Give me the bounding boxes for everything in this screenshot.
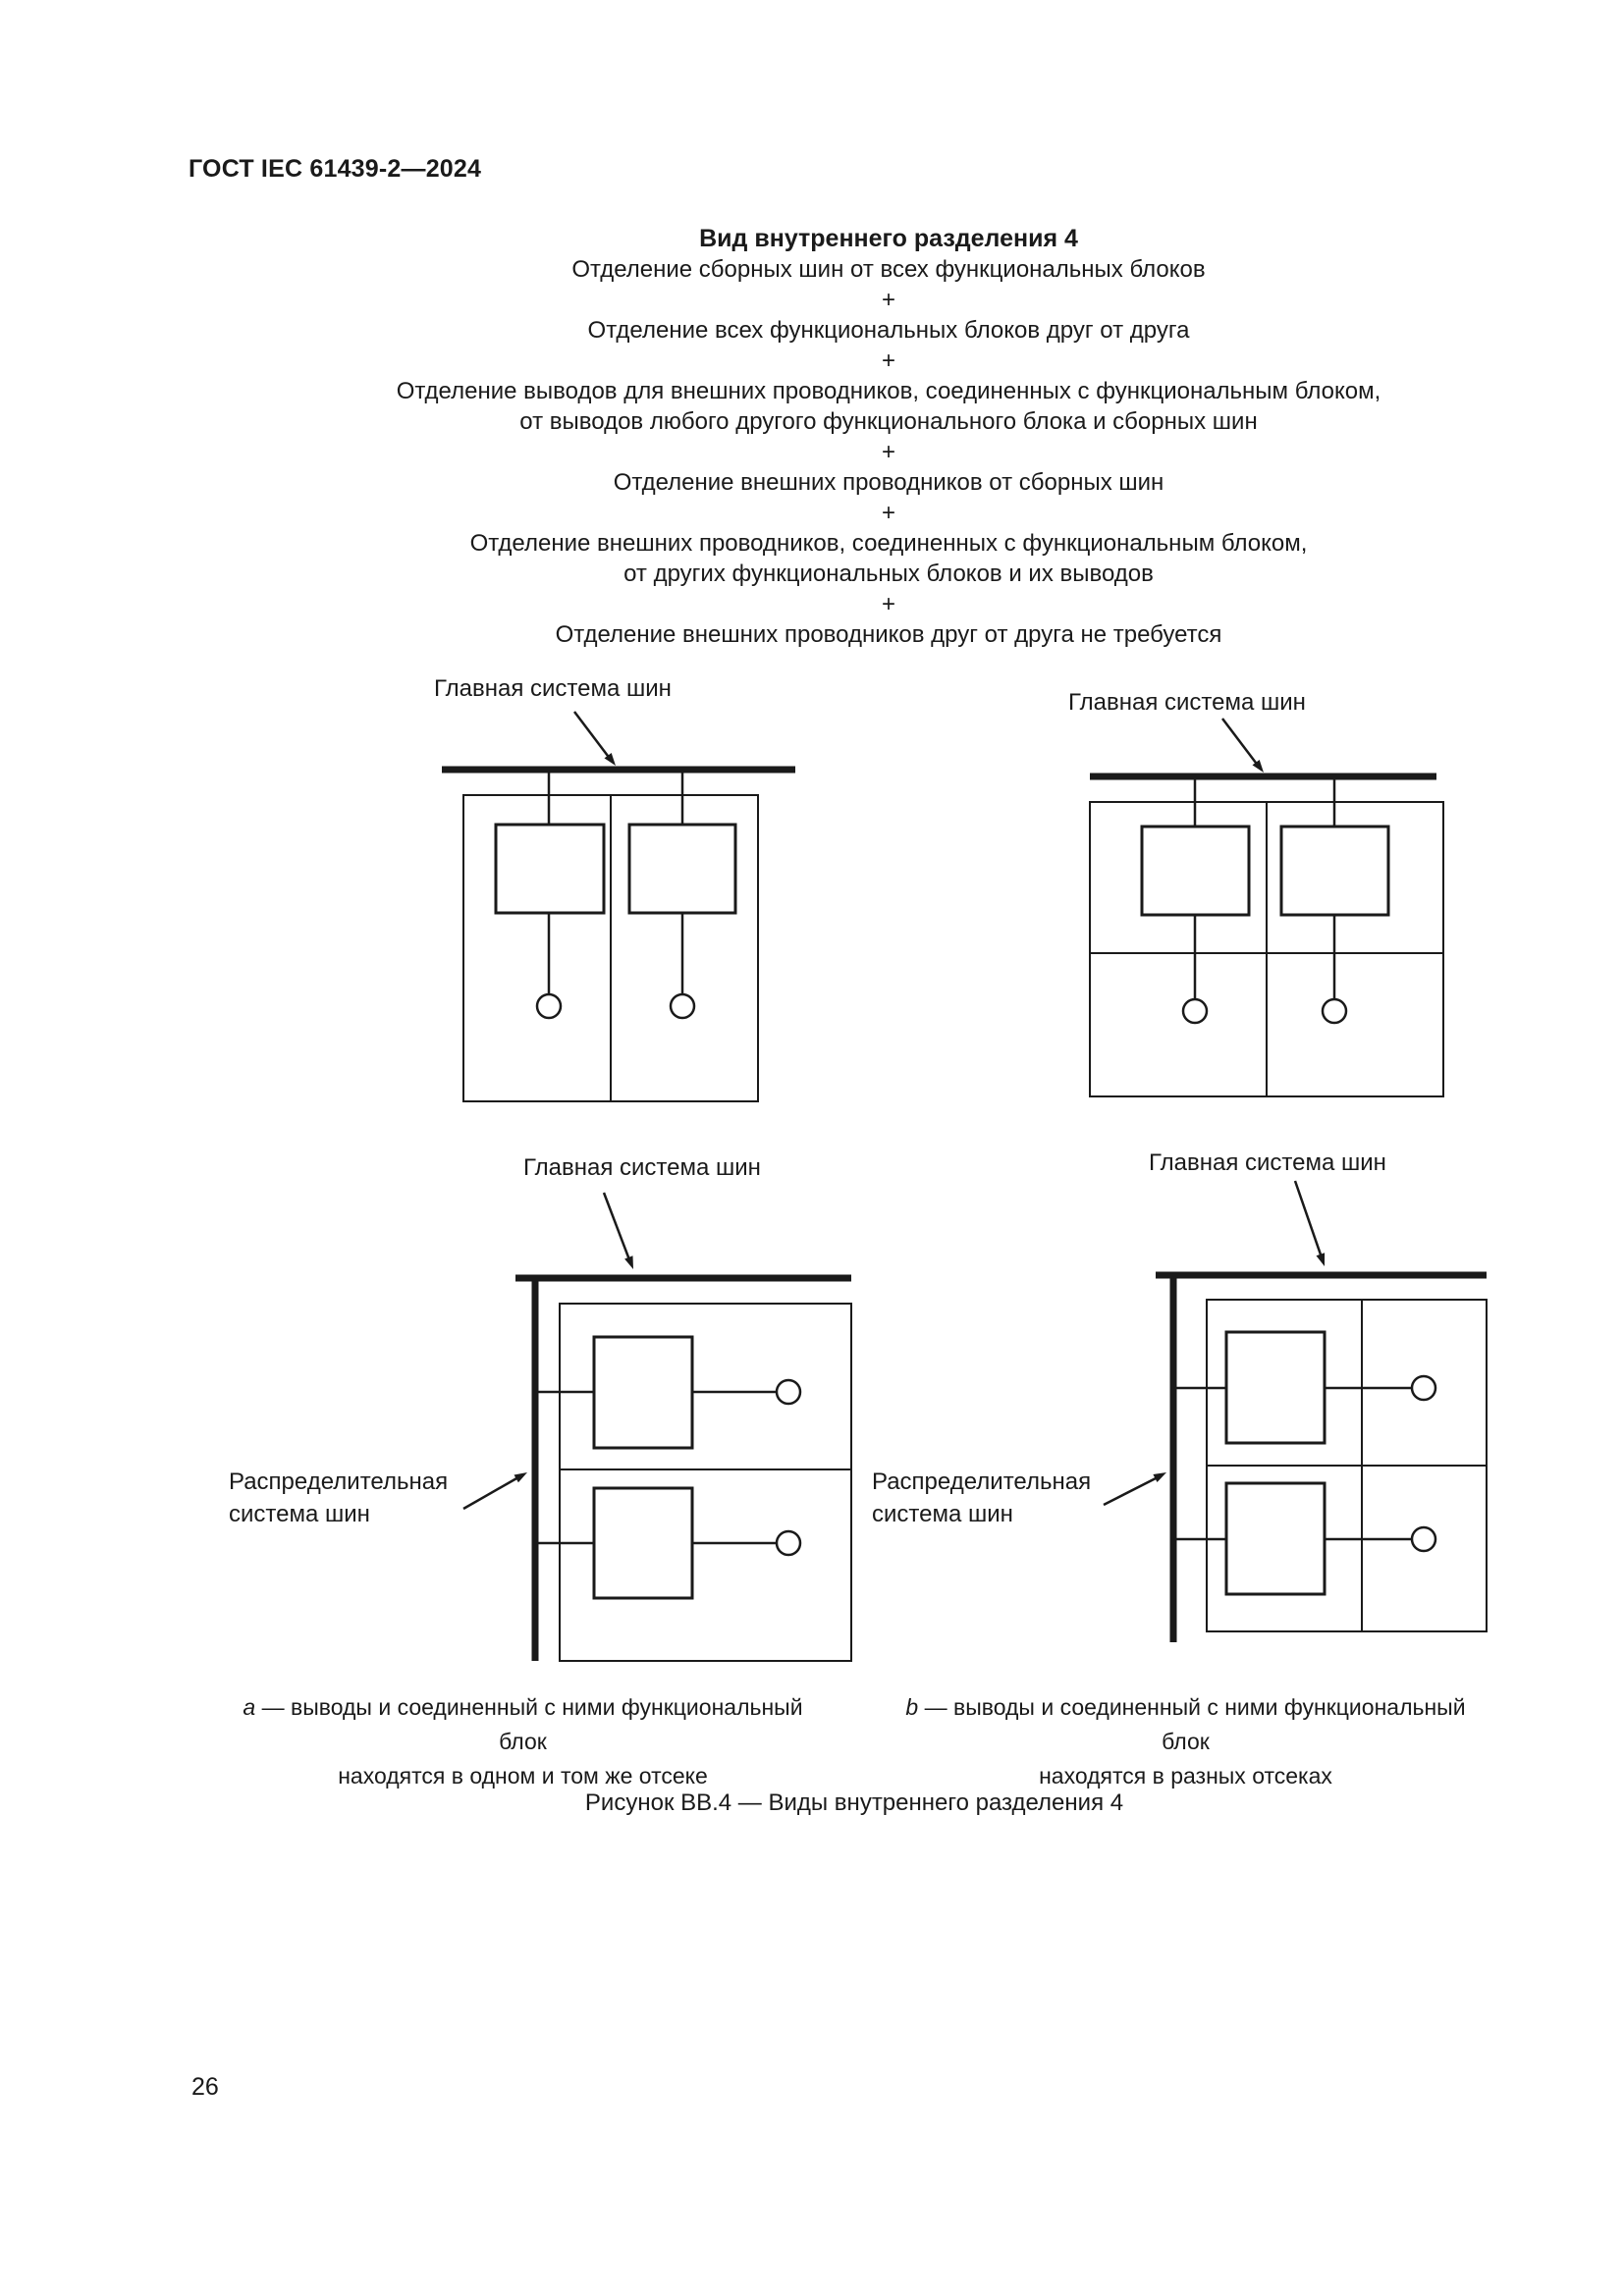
caption-b-line1: b — выводы и соединенный с ними функцион… [884, 1690, 1488, 1759]
functional-block [494, 823, 606, 915]
terminal [775, 1378, 802, 1406]
functional-block [592, 1335, 694, 1450]
functional-block [1224, 1330, 1326, 1445]
distribution-bus-label-line2: система шин [229, 1501, 370, 1527]
caption-a: a — выводы и соединенный с ними функцион… [221, 1690, 825, 1793]
pointer-arrowhead [604, 753, 616, 766]
main-bus-label-b: Главная система шин [1068, 689, 1306, 716]
caption-b-text: — выводы и соединенный с ними функционал… [918, 1694, 1466, 1754]
pointer-arrowhead [624, 1255, 633, 1269]
separation-line: Отделение сборных шин от всех функционал… [571, 256, 1206, 283]
separation-line: от других функциональных блоков и их выв… [623, 561, 1154, 587]
separation-description: Вид внутреннего разделения 4 Отделение с… [152, 224, 1624, 650]
pointer-arrowhead [514, 1472, 527, 1483]
caption-b-letter: b [905, 1694, 919, 1720]
separation-line: Отделение внешних проводников, соединенн… [469, 530, 1308, 557]
separation-line: Отделение внешних проводников друг от др… [555, 621, 1222, 648]
main-bus-label-a: Главная система шин [434, 675, 672, 702]
caption-a-letter: a [243, 1694, 256, 1720]
functional-block [1224, 1481, 1326, 1596]
terminal [535, 992, 563, 1020]
separation-line: Отделение внешних проводников от сборных… [613, 469, 1164, 496]
pointer-arrow [602, 1192, 632, 1263]
separation-line: Отделение выводов для внешних проводнико… [396, 378, 1381, 404]
pointer-arrow [1221, 718, 1260, 768]
plus-separator: + [881, 591, 895, 617]
caption-a-line1: a — выводы и соединенный с ними функцион… [221, 1690, 825, 1759]
terminal [775, 1529, 802, 1557]
plus-separator: + [881, 347, 895, 374]
distribution-bus-label-line1: Распределительная [872, 1468, 1092, 1495]
enclosure-outline [559, 1303, 852, 1662]
pointer-arrow [573, 711, 612, 761]
separation-line: Отделение всех функциональных блоков дру… [587, 317, 1190, 344]
distribution-bus-label-b: Распределительная система шин [872, 1466, 1091, 1530]
pointer-arrow [462, 1475, 519, 1511]
plus-separator: + [881, 500, 895, 526]
terminal [1410, 1525, 1437, 1553]
figure-caption: Рисунок ВВ.4 — Виды внутреннего разделен… [584, 1789, 1124, 1816]
functional-block [1140, 825, 1251, 917]
terminal [1410, 1374, 1437, 1402]
diagram-a-distribution-bus [462, 1192, 852, 1662]
document-code: ГОСТ IEC 61439-2—2024 [189, 155, 482, 183]
caption-a-line2: находятся в одном и том же отсеке [338, 1763, 708, 1789]
pointer-arrow [1103, 1475, 1159, 1507]
functional-block [592, 1486, 694, 1600]
terminal [1321, 997, 1348, 1025]
diagram-b-distribution-bus [1103, 1180, 1488, 1642]
distribution-bus-label-line1: Распределительная [229, 1468, 449, 1495]
caption-a-text: — выводы и соединенный с ними функционал… [255, 1694, 803, 1754]
separation-title: Вид внутреннего разделения 4 [699, 225, 1078, 252]
diagram-b-main-bus [1089, 718, 1444, 1097]
functional-block [627, 823, 737, 915]
pointer-arrowhead [1316, 1253, 1326, 1266]
pointer-arrowhead [1252, 760, 1264, 773]
distribution-bus-label-a: Распределительная система шин [229, 1466, 448, 1530]
main-bus-label-a2: Главная система шин [523, 1154, 761, 1181]
terminal [669, 992, 696, 1020]
functional-block [1279, 825, 1390, 917]
caption-b: b — выводы и соединенный с ними функцион… [884, 1690, 1488, 1793]
terminal [1181, 997, 1209, 1025]
page-number: 26 [191, 2073, 219, 2101]
pointer-arrow [1293, 1180, 1324, 1258]
plus-separator: + [881, 287, 895, 313]
separation-line: от выводов любого другого функциональног… [519, 408, 1258, 435]
diagram-a-main-bus [442, 711, 795, 1102]
pointer-arrowhead [1153, 1472, 1166, 1482]
plus-separator: + [881, 439, 895, 465]
main-bus-label-b2: Главная система шин [1149, 1149, 1386, 1176]
caption-b-line2: находятся в разных отсеках [1039, 1763, 1332, 1789]
distribution-bus-label-line2: система шин [872, 1501, 1013, 1527]
